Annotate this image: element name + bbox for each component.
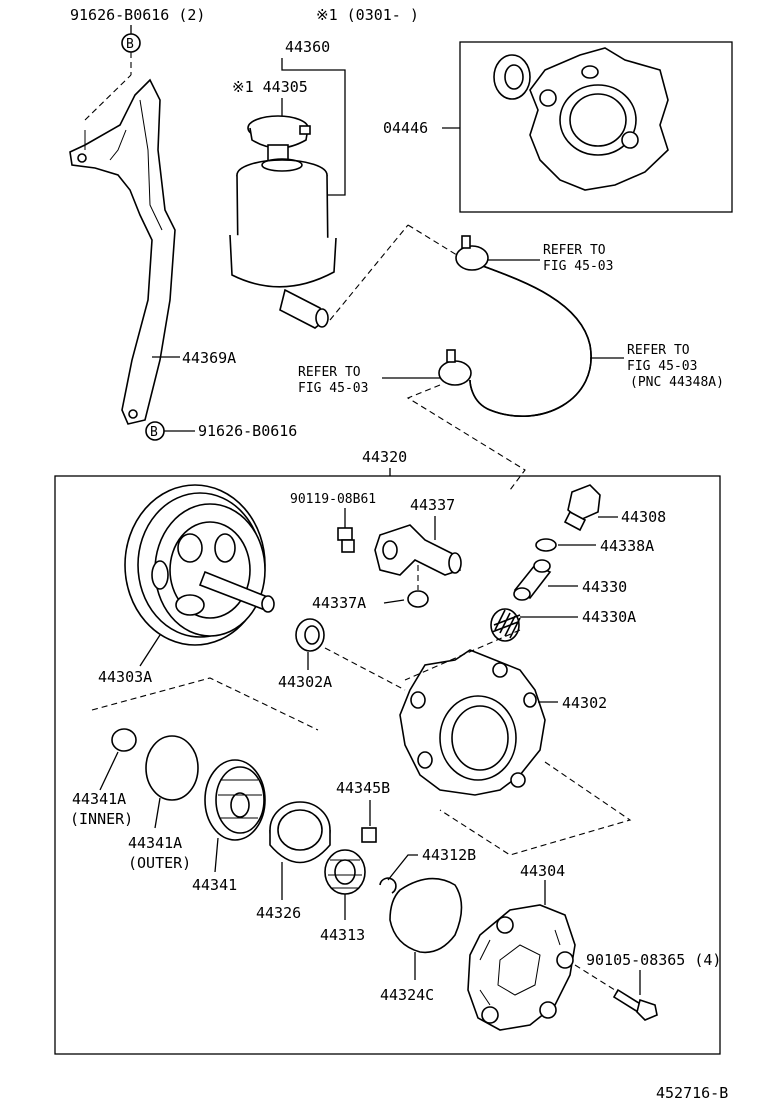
b-marker-top: B <box>126 37 134 52</box>
oring-plug <box>535 538 557 552</box>
label-valve-plug: 44308 <box>621 508 666 526</box>
label-seal-kit: 04446 <box>383 119 428 137</box>
pump-housing <box>399 649 546 796</box>
label-oring-plug: 44338A <box>600 537 654 555</box>
label-union: 44337 <box>410 496 455 514</box>
bracket-44369a <box>69 78 176 425</box>
label-reservoir: 44360 <box>285 38 330 56</box>
flow-valve <box>513 559 552 601</box>
pulley <box>124 484 275 646</box>
label-refer3c: (PNC 44348A) <box>630 375 724 390</box>
gasket <box>389 877 463 954</box>
dash-internal-top <box>91 677 319 731</box>
label-rotor: 44313 <box>320 926 365 944</box>
dash-bracket <box>84 74 132 121</box>
label-bolt-union: 90119-08B61 <box>290 492 376 507</box>
dash-hose-bottom <box>406 384 526 491</box>
label-rear-housing: 44304 <box>520 862 565 880</box>
label-bolt-top: 91626-B0616 (2) <box>70 6 205 24</box>
spring <box>490 608 521 642</box>
cam-ring <box>269 801 331 864</box>
reservoir-tank <box>229 115 337 329</box>
label-refer1b: FIG 45-03 <box>543 259 613 274</box>
rotor <box>324 849 366 895</box>
dash-hose-top2 <box>407 224 466 261</box>
leader-oring-inner <box>99 751 119 791</box>
return-hose <box>438 235 592 418</box>
label-refer2: REFER TO <box>298 365 361 380</box>
oring-inner <box>111 728 137 752</box>
dash-internal-right <box>439 761 632 856</box>
oil-seal-inner <box>304 625 320 645</box>
label-outer-txt: (OUTER) <box>128 854 191 872</box>
oil-seal <box>295 618 325 652</box>
label-gasket: 44324C <box>380 986 434 1004</box>
dash-hose-top <box>329 224 409 321</box>
oring-union <box>407 590 429 608</box>
seal-kit-parts <box>493 47 669 191</box>
label-cap: ※1 44305 <box>232 78 308 96</box>
label-bolt-bottom: 91626-B0616 <box>198 422 297 440</box>
label-refer3: REFER TO <box>627 343 690 358</box>
label-rear-bolt: 90105-08365 (4) <box>586 951 721 969</box>
oring-outer <box>145 735 199 801</box>
note-top: ※1 (0301- ) <box>316 6 419 24</box>
dash-oil-seal <box>324 647 406 691</box>
snap-ring <box>379 877 397 894</box>
figure-number: 452716-B <box>656 1084 728 1102</box>
vane <box>361 827 377 843</box>
label-pump-assy: 44320 <box>362 448 407 466</box>
label-bracket: 44369A <box>182 349 236 367</box>
label-refer2b: FIG 45-03 <box>298 381 368 396</box>
side-plate <box>204 759 266 841</box>
leader-side-plate <box>214 837 219 873</box>
dash-valve-housing <box>404 629 521 681</box>
leader-oring-outer <box>154 797 161 829</box>
label-oring-union: 44337A <box>312 594 366 612</box>
label-vane: 44345B <box>336 779 390 797</box>
seal-kit-box <box>459 41 733 213</box>
valve-plug <box>563 484 601 532</box>
rear-housing <box>467 904 576 1031</box>
label-refer3b: FIG 45-03 <box>627 359 697 374</box>
label-cam-ring: 44326 <box>256 904 301 922</box>
label-refer1: REFER TO <box>543 243 606 258</box>
leader-oring-union <box>383 599 405 604</box>
label-snap-ring: 44312B <box>422 846 476 864</box>
label-housing: 44302 <box>562 694 607 712</box>
label-oil-seal: 44302A <box>278 673 332 691</box>
union-bolt <box>337 527 355 553</box>
label-oring-outer: 44341A <box>128 834 182 852</box>
b-marker-bottom: B <box>150 425 158 440</box>
label-flow-valve: 44330 <box>582 578 627 596</box>
dash-rear-bolt <box>574 964 619 993</box>
pump-assy-box <box>54 475 721 1055</box>
leader-snap-ring <box>387 854 418 881</box>
leader-pulley <box>139 634 161 667</box>
leader-reservoir <box>281 58 346 196</box>
rear-bolt <box>612 988 658 1021</box>
label-side-plate: 44341 <box>192 876 237 894</box>
label-inner-txt: (INNER) <box>70 810 133 828</box>
union <box>374 524 462 576</box>
label-pulley: 44303A <box>98 668 152 686</box>
label-spring: 44330A <box>582 608 636 626</box>
label-oring-inner: 44341A <box>72 790 126 808</box>
